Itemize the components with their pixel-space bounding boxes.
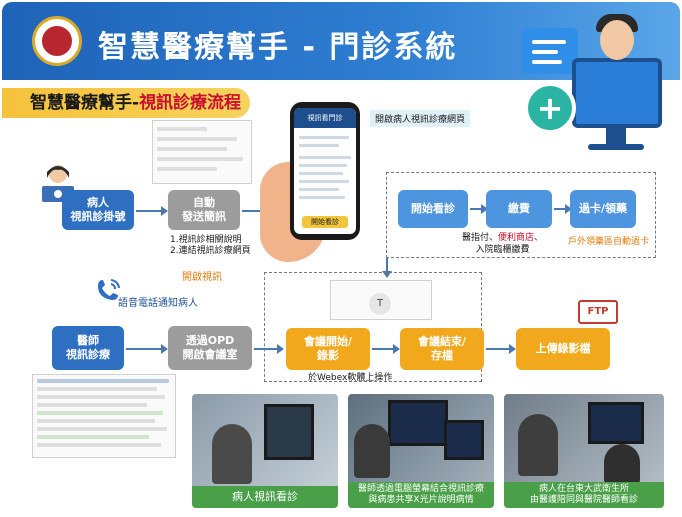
voice-call-label: 語音電話通知病人: [118, 298, 198, 309]
doctor-telemedicine-illustration: +: [522, 10, 672, 155]
phone-text-line: [299, 164, 347, 167]
ss-row: [157, 167, 217, 171]
photo-health-station: 病人在台東大武衛生所 由醫護陪同與醫院醫師看診: [504, 394, 664, 508]
photo-person: [518, 414, 558, 476]
arrow: [554, 204, 572, 214]
ftp-icon: FTP: [578, 300, 618, 324]
ss-row: [37, 427, 167, 431]
ss-row: [37, 395, 165, 399]
phone-text-line: [299, 196, 345, 199]
card-medicine-box: 過卡/領藥: [570, 190, 636, 228]
open-video-label: 開啟視訊: [182, 272, 222, 283]
doctor-icon: [600, 20, 634, 60]
medical-cross-icon: +: [524, 82, 576, 134]
photo-person: [604, 444, 640, 484]
payment-box: 繳費: [486, 190, 552, 228]
start-consultation-box: 開始看診: [398, 190, 468, 228]
registration-screenshot: [152, 120, 252, 184]
phone-label: 開啟病人視訊診療網頁: [370, 110, 471, 127]
auto-sms-box: 自動 發送簡訊: [168, 190, 240, 230]
ss-row: [157, 127, 207, 131]
photo-monitor: [264, 404, 314, 460]
phone-screen-title: 視訊看門診: [294, 108, 356, 128]
chat-line: [532, 60, 562, 64]
photo-monitor: [388, 400, 448, 446]
webex-note: 於Webex軟體上操作: [308, 373, 393, 383]
hospital-logo: [32, 16, 82, 66]
opd-meeting-box: 透過OPD 開啟會議室: [168, 326, 252, 370]
start-consultation-button[interactable]: 開始看診: [302, 216, 348, 228]
phone-text-line: [299, 180, 349, 183]
ss-row: [157, 137, 237, 141]
ss-row: [37, 435, 149, 439]
payment-note-suffix: 、 入院臨櫃繳費: [475, 233, 544, 255]
photo-monitor: [444, 420, 484, 460]
upload-recording-box: 上傳錄影檔: [516, 328, 610, 370]
consultation-region: [386, 172, 656, 258]
banner-highlight: 視訊診療流程: [139, 93, 242, 113]
chat-line: [532, 50, 558, 54]
chat-bubble-icon: [522, 28, 578, 74]
phone-text-line: [299, 136, 349, 139]
ss-row: [37, 387, 157, 391]
logo-emblem: [40, 24, 74, 58]
webex-region: [264, 272, 482, 382]
phone-text-line: [299, 156, 351, 159]
photo-person: [354, 424, 390, 478]
process-banner: 智慧醫療幫手-視訊診療流程: [2, 88, 250, 118]
chat-line: [532, 40, 566, 44]
sms-note-1: 1.視訊診相關說明: [170, 235, 242, 245]
patient-registration-box: 病人 視訊診掛號: [62, 190, 134, 230]
photo-caption: 醫師透過電腦螢幕結合視訊診療 與病患共享X光片說明病情: [348, 482, 494, 508]
arrow: [136, 206, 168, 216]
doctor-video-box: 醫師 視訊診療: [52, 326, 124, 370]
arrow: [470, 204, 488, 214]
arrow: [372, 344, 400, 354]
monitor-stand: [606, 128, 626, 146]
phone-icon: 視訊看門診 開始看診: [290, 102, 360, 240]
monitor-base: [588, 144, 644, 150]
page-title: 智慧醫療幫手 - 門診系統: [98, 30, 458, 65]
meeting-start-box: 會議開始/ 錄影: [286, 328, 370, 370]
ss-row: [157, 157, 243, 161]
ss-row: [37, 411, 163, 415]
phone-text-line: [299, 188, 339, 191]
ss-row: [157, 147, 227, 151]
banner-prefix: 智慧醫療幫手-: [30, 93, 140, 113]
phone-call-icon: [98, 279, 120, 300]
photo-monitor: [588, 402, 644, 444]
arrow: [486, 344, 516, 354]
payment-note-prefix: 醫指付、: [462, 233, 499, 243]
photo-person: [212, 424, 252, 484]
phone-text-line: [299, 172, 343, 175]
ss-row: [37, 443, 161, 447]
card-note: 戶外領藥區自動過卡: [568, 237, 650, 247]
ss-row: [37, 403, 147, 407]
payment-note-highlight: 便利商店: [498, 233, 535, 243]
monitor-icon: [572, 58, 662, 128]
photo-caption: 病人在台東大武衛生所 由醫護陪同與醫院醫師看診: [504, 482, 664, 508]
arrow-down: [382, 258, 392, 278]
ss-row: [37, 419, 155, 423]
arrow: [126, 344, 168, 354]
photo-patient-video: 病人視訊看診: [192, 394, 338, 508]
ss-row: [37, 379, 169, 383]
payment-note: 醫指付、便利商店、 入院臨櫃繳費: [462, 232, 543, 256]
sms-note-2: 2.連結視訊診療網頁: [170, 246, 251, 256]
webex-screenshot: T: [330, 280, 432, 320]
photo-caption: 病人視訊看診: [192, 486, 338, 508]
photo-doctor-xray: 醫師透過電腦螢幕結合視訊診療 與病患共享X光片說明病情: [348, 394, 494, 508]
phone-text-line: [299, 144, 339, 147]
opd-system-screenshot: [32, 374, 176, 458]
webex-avatar-icon: T: [369, 293, 391, 315]
meeting-end-box: 會議結束/ 存檔: [400, 328, 484, 370]
arrow: [254, 344, 284, 354]
phone-screen: 視訊看門診 開始看診: [294, 108, 356, 234]
